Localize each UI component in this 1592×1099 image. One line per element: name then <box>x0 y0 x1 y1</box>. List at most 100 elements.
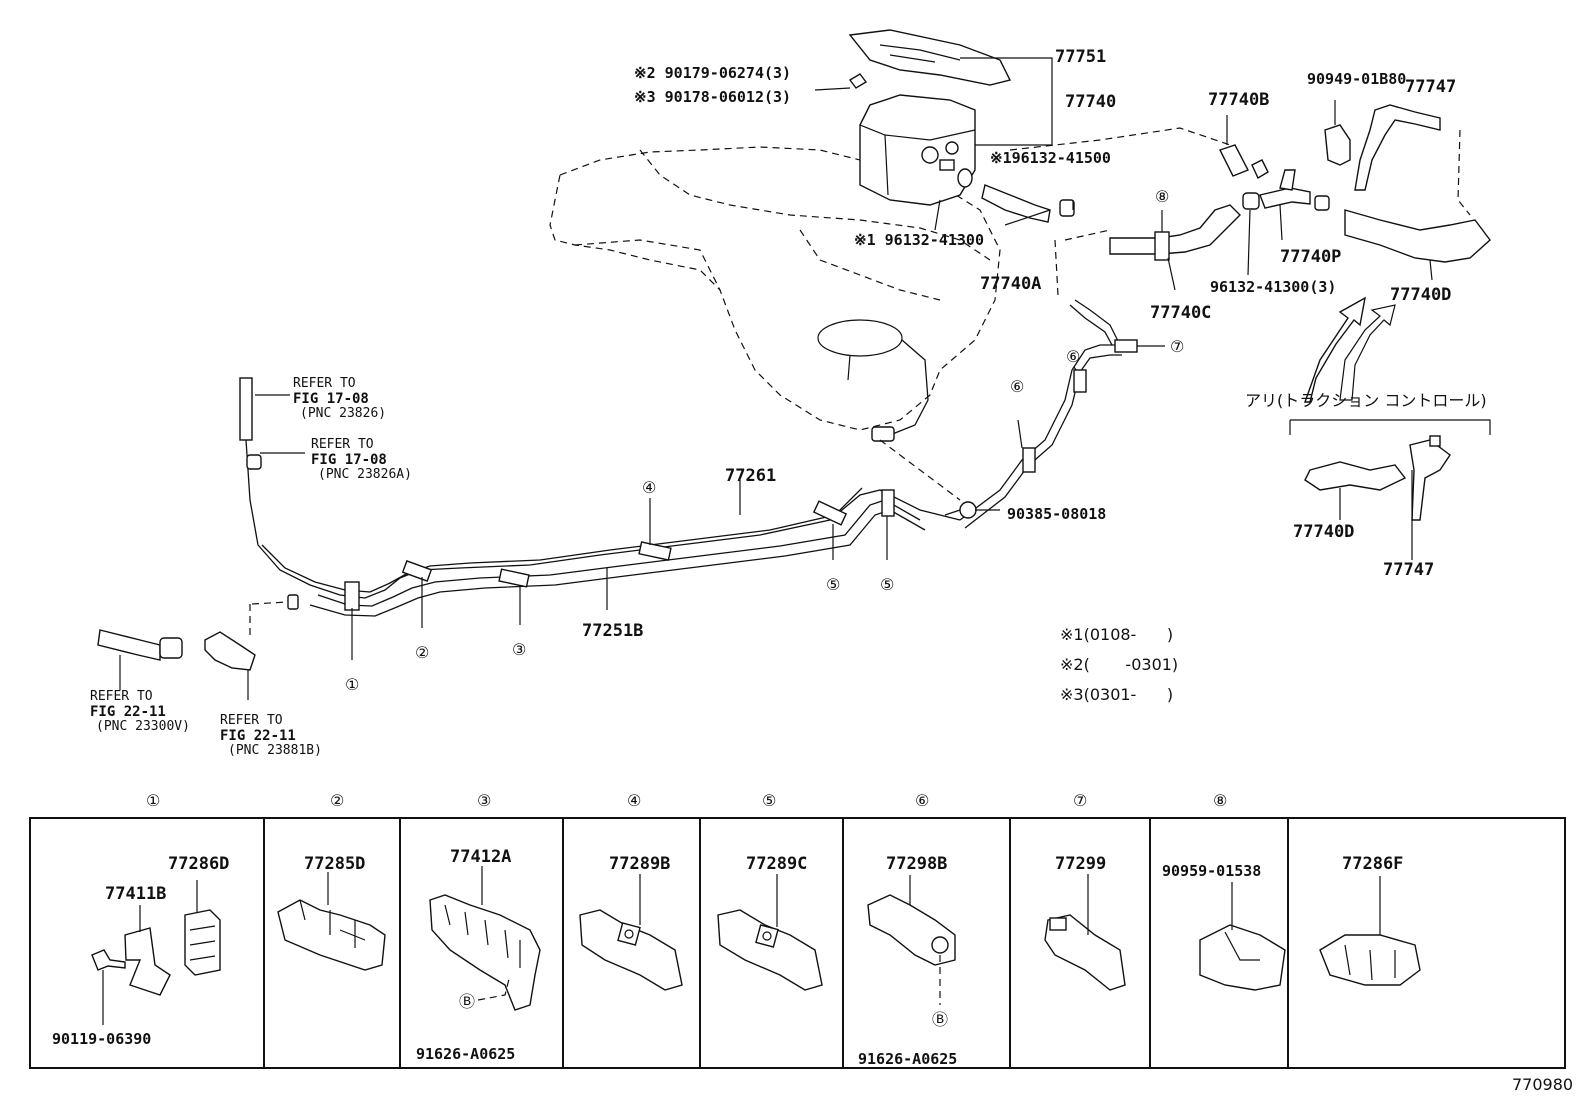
label-77747-alt: 77747 <box>1383 560 1434 580</box>
label-96132-41300-3: 96132-41300(3) <box>1210 278 1336 296</box>
panel2-clamp-shape <box>277 899 386 971</box>
panel-header-7: ⑦ <box>1073 791 1087 810</box>
clamp-5b-mark <box>881 489 895 517</box>
ref4-line1: REFER TO <box>220 713 283 728</box>
clamp-4-mark <box>638 541 672 561</box>
left-reference-parts <box>97 629 256 700</box>
panel3-bolt-ref: Ⓑ <box>459 992 475 1011</box>
callout-markers: ① ② ③ ④ ⑤ ⑤ ⑥ ⑥ ⑦ ⑧ <box>345 187 1184 694</box>
callout-6b: ⑥ <box>1066 347 1080 366</box>
clamp-6a-mark <box>1022 447 1036 473</box>
panel4-77289B: 77289B <box>609 854 670 874</box>
pipe-end-connector <box>246 454 262 470</box>
panel6-77298B: 77298B <box>886 854 947 874</box>
label-note3-part: ※3 90178-06012(3) <box>634 88 791 106</box>
label-77251B: 77251B <box>582 621 643 641</box>
clamp-detail-table: ① ② ③ ④ ⑤ ⑥ ⑦ ⑧ 77286D 77411B 90119-0639… <box>29 791 1566 1069</box>
ref2-line1: REFER TO <box>311 437 374 452</box>
panel-header-4: ④ <box>627 791 641 810</box>
ref3-line2: FIG 22-11 <box>90 704 166 720</box>
label-77740C: 77740C <box>1150 303 1211 323</box>
traction-control-detail <box>1289 419 1491 560</box>
panel7-77299: 77299 <box>1055 854 1106 874</box>
hose-77740B <box>1219 115 1269 180</box>
clamp-1-mark <box>344 581 360 611</box>
ref4-line2: FIG 22-11 <box>220 728 296 744</box>
callout-5b: ⑤ <box>880 575 894 594</box>
pipe-end-hose-top <box>239 377 253 441</box>
panel6-91626-A0625: 91626-A0625 <box>858 1050 957 1068</box>
clamp-5a-mark <box>812 500 848 526</box>
panel9-77286F: 77286F <box>1342 854 1403 874</box>
canister-hoses <box>934 127 1231 241</box>
clip-and-hose-77747 <box>1324 100 1471 216</box>
callout-7: ⑦ <box>1170 337 1184 356</box>
label-90385-08018: 90385-08018 <box>1007 505 1106 523</box>
ref4-line3: (PNC 23881B) <box>228 743 322 758</box>
ref1-line1: REFER TO <box>293 376 356 391</box>
clamp-3-mark <box>498 568 530 588</box>
leader-lines <box>255 57 1366 660</box>
label-961324150: ※196132-41500 <box>990 149 1111 167</box>
label-77751: 77751 <box>1055 47 1106 67</box>
panel8-90959-01538: 90959-01538 <box>1162 862 1261 880</box>
panel1-77411B: 77411B <box>105 884 166 904</box>
panel3-91626-A0625: 91626-A0625 <box>416 1045 515 1063</box>
panel-header-5: ⑤ <box>762 791 776 810</box>
tank-sender-ring <box>817 319 903 357</box>
part-labels: 77751 77740 ※2 90179-06274(3) ※3 90178-0… <box>90 47 1573 1094</box>
panel3-clamp-shape <box>429 894 541 1011</box>
panel2-77285D: 77285D <box>304 854 365 874</box>
tank-outlet-fitting <box>871 426 895 442</box>
note-3: ※3(0301- ) <box>1060 685 1173 704</box>
callout-5a: ⑤ <box>826 575 840 594</box>
panel-header-2: ② <box>330 791 344 810</box>
callout-4: ④ <box>642 478 656 497</box>
callout-6a: ⑥ <box>1010 377 1024 396</box>
ref2-line3: (PNC 23826A) <box>318 467 412 482</box>
panel8-clip-shape <box>1199 924 1286 991</box>
fuel-tank-outline <box>549 146 1001 442</box>
callout-1: ① <box>345 675 359 694</box>
tee-77740P <box>1242 169 1330 276</box>
panel6-clamp-shape <box>867 894 956 966</box>
panel6-bolt-ref: Ⓑ <box>932 1010 948 1029</box>
label-90949-01B80: 90949-01B80 <box>1307 70 1406 88</box>
note-2: ※2( -0301) <box>1060 655 1178 674</box>
ref3-line1: REFER TO <box>90 689 153 704</box>
panel-header-8: ⑧ <box>1213 791 1227 810</box>
hose-77740D <box>1339 209 1491 401</box>
ref2-line2: FIG 17-08 <box>311 452 387 468</box>
clamp-2-mark <box>401 560 433 582</box>
clamp-7-mark <box>1114 339 1138 353</box>
callout-2: ② <box>415 643 429 662</box>
charcoal-canister <box>848 29 1012 206</box>
label-77747: 77747 <box>1405 77 1456 97</box>
label-961324130: ※1 96132-41300 <box>854 231 984 249</box>
panel-header-1: ① <box>146 791 160 810</box>
callout-8: ⑧ <box>1155 187 1169 206</box>
label-note2-part: ※2 90179-06274(3) <box>634 64 791 82</box>
panel3-77412A: 77412A <box>450 847 511 867</box>
ref3-line3: (PNC 23300V) <box>96 719 190 734</box>
ref1-line3: (PNC 23826) <box>300 406 386 421</box>
panel5-77289C: 77289C <box>746 854 807 874</box>
label-traction-control: アリ(トラクション コントロール) <box>1245 391 1487 410</box>
panel1-90119-06390: 90119-06390 <box>52 1030 151 1048</box>
traction-arrow <box>1304 296 1366 403</box>
label-77740: 77740 <box>1065 92 1116 112</box>
figure-id: 770980 <box>1512 1075 1573 1094</box>
panel-header-3: ③ <box>477 791 491 810</box>
panel5-clamp-shape <box>717 909 823 991</box>
canister-bracket <box>848 29 1012 86</box>
panel9-clamp-shape <box>1319 934 1421 986</box>
panel-header-6: ⑥ <box>915 791 929 810</box>
clamp-6b-mark <box>1073 369 1087 393</box>
note-1: ※1(0108- ) <box>1060 625 1173 644</box>
panel4-clamp-shape <box>579 909 683 991</box>
panel7-clamp-shape <box>1044 914 1126 991</box>
callout-3: ③ <box>512 640 526 659</box>
label-77740D: 77740D <box>1390 285 1451 305</box>
panel1-77286D: 77286D <box>168 854 229 874</box>
